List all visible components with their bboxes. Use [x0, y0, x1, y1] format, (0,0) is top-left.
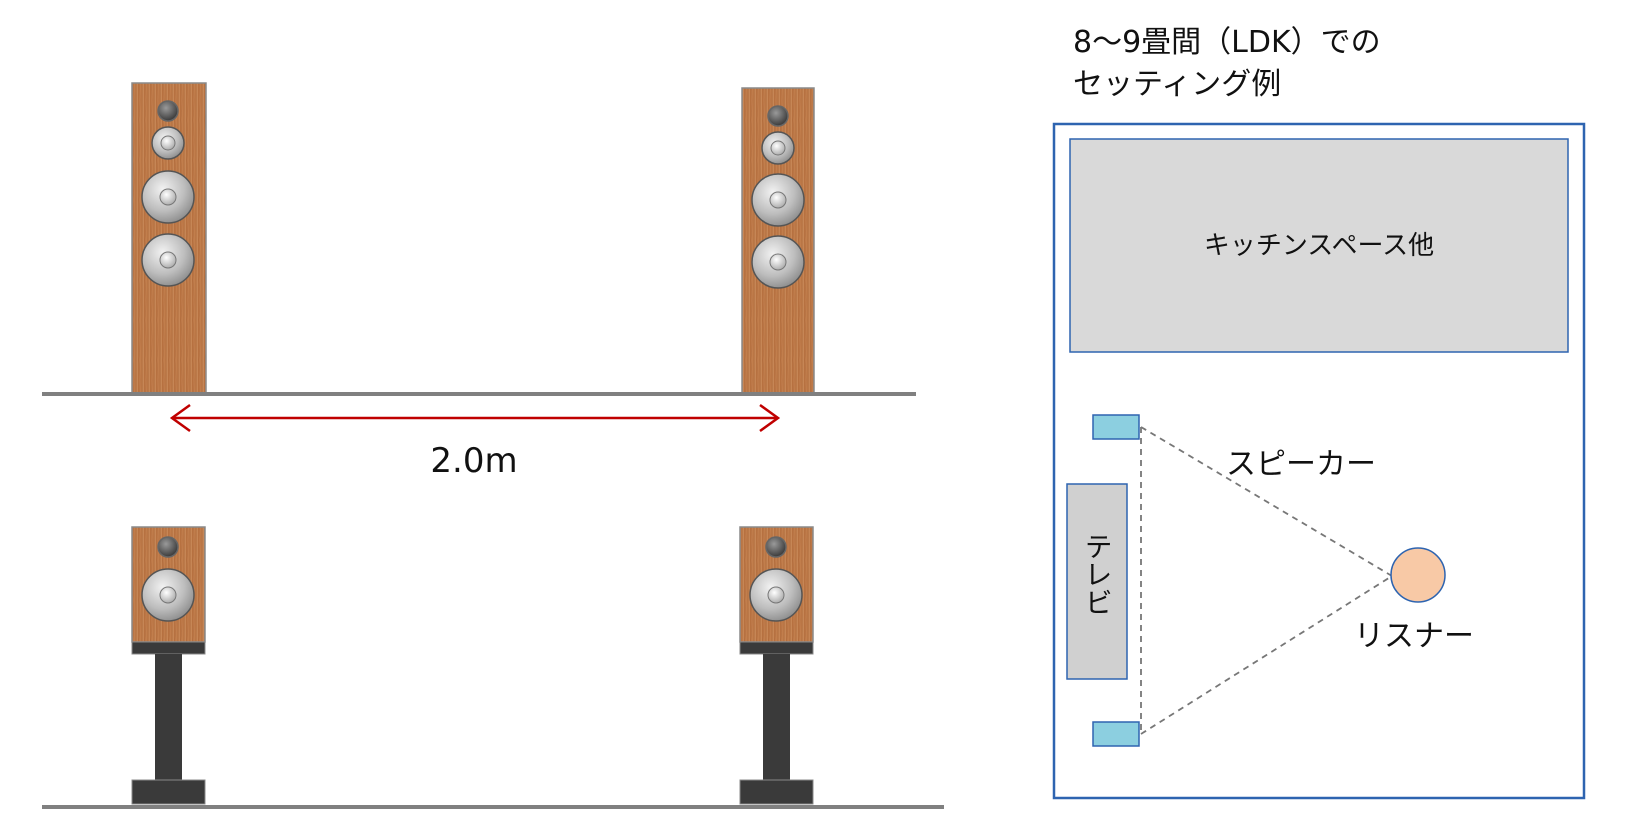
- room-speaker-bottom: [1092, 721, 1140, 747]
- listening-triangle: [1140, 426, 1393, 735]
- speaker-stand-right: [739, 641, 814, 805]
- distance-label: 2.0m: [430, 441, 517, 481]
- bookshelf-speaker-right: [739, 526, 814, 643]
- room-title-line2: セッティング例: [1073, 67, 1281, 102]
- speaker-stand-left: [131, 641, 206, 805]
- speaker-label: スピーカー: [1226, 447, 1376, 482]
- bookshelf-speaker-left: [131, 526, 206, 643]
- kitchen-area: [1069, 138, 1569, 353]
- kitchen-label: キッチンスペース他: [1204, 231, 1434, 261]
- floor-line-bottom: [42, 805, 944, 809]
- tv: [1066, 483, 1128, 680]
- listener-label: リスナー: [1354, 619, 1474, 654]
- room-speaker-top: [1092, 414, 1140, 440]
- tower-speaker-right: [741, 87, 815, 394]
- room-title-line1: 8〜9畳間（LDK）での: [1073, 25, 1381, 60]
- floor-line-top: [42, 392, 916, 396]
- tower-speaker-left: [131, 82, 207, 394]
- tv-label: テレビ: [1081, 532, 1114, 616]
- distance-arrow: [169, 403, 781, 433]
- listener: [1390, 547, 1446, 603]
